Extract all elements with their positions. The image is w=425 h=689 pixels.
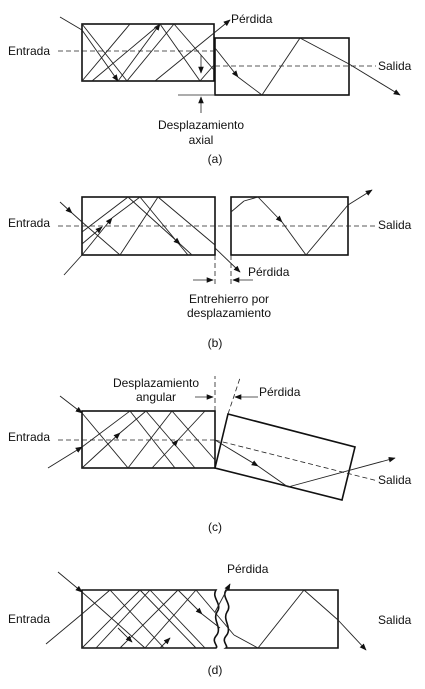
loss-label-a: Pérdida [231, 12, 273, 26]
output-label-a: Salida [378, 59, 412, 73]
dimension-label-c-line1: Desplazamiento [113, 376, 199, 390]
dimension-label-c-line2: angular [136, 390, 176, 404]
rays-d [45, 571, 367, 651]
output-label-b: Salida [378, 218, 412, 232]
axial-offset-dimension [178, 55, 214, 113]
fiber-left-a [81, 23, 215, 82]
panel-b: Entrada Salida Pérdida Entrehierro por d… [8, 189, 412, 350]
fiber-right-a [214, 37, 350, 96]
fiber-left-c [81, 410, 216, 469]
panel-a: Entrada Salida Pérdida Desplazamiento ax… [8, 12, 412, 166]
input-label-d: Entrada [8, 612, 50, 626]
panel-c: Entrada Salida Pérdida Desplazamiento an… [8, 376, 412, 534]
axis-right-c [214, 439, 379, 482]
output-label-c: Salida [378, 473, 412, 487]
dimension-label-a-line2: axial [189, 133, 214, 147]
input-label-a: Entrada [8, 44, 50, 58]
rays-b [59, 189, 373, 276]
output-label-d: Salida [378, 613, 412, 627]
panel-d: Entrada Salida Pérdida (d) [8, 562, 412, 677]
fiber-right-d [223, 589, 339, 649]
caption-b: (b) [208, 336, 223, 350]
rays-c [47, 395, 396, 488]
loss-label-d: Pérdida [227, 562, 269, 576]
dimension-label-a-line1: Desplazamiento [158, 118, 244, 132]
gap-dimension [193, 255, 253, 285]
input-label-b: Entrada [8, 216, 50, 230]
fiber-left-d [81, 589, 220, 649]
dimension-label-b-line2: desplazamiento [187, 306, 271, 320]
input-label-c: Entrada [8, 430, 50, 444]
caption-a: (a) [208, 152, 223, 166]
loss-label-b: Pérdida [248, 265, 290, 279]
caption-d: (d) [208, 663, 223, 677]
angular-offset-dimension [195, 376, 258, 415]
rays-a [59, 16, 401, 96]
fiber-right-c-tilted [214, 413, 356, 501]
caption-c: (c) [208, 520, 222, 534]
loss-label-c: Pérdida [259, 385, 301, 399]
dimension-label-b-line1: Entrehierro por [189, 292, 269, 306]
